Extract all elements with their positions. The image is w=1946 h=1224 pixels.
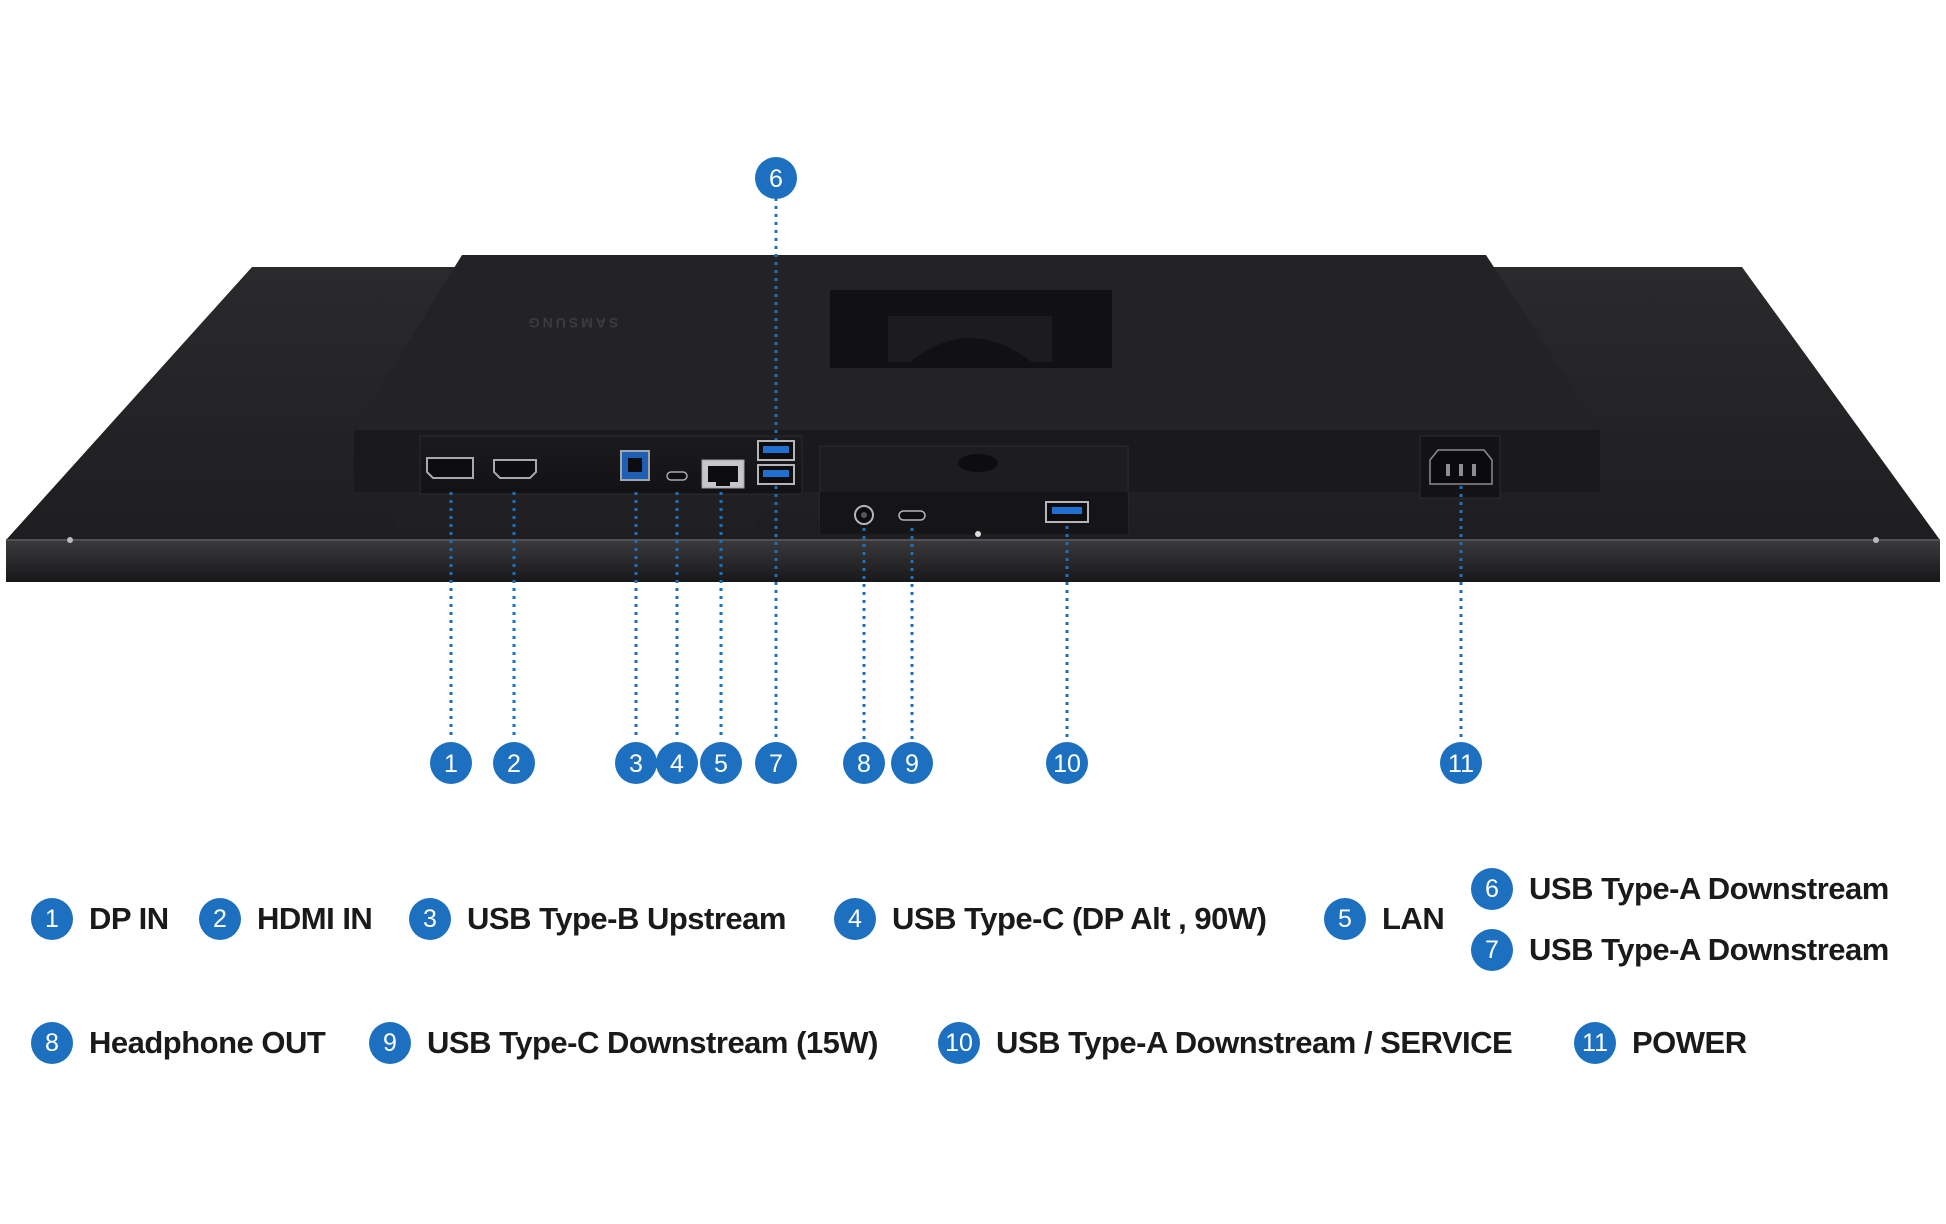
legend-label: USB Type-A Downstream (1529, 871, 1889, 906)
svg-text:6: 6 (769, 165, 783, 193)
legend-badge: 8 (31, 1022, 73, 1064)
legend-label: HDMI IN (257, 901, 373, 936)
legend-item-headphone-out: 8 Headphone OUT (31, 1022, 326, 1064)
legend-item-lan: 5 LAN (1324, 898, 1445, 940)
legend-item-power: 11 POWER (1574, 1022, 1747, 1064)
legend-item-usb-c-downstream: 9 USB Type-C Downstream (15W) (369, 1022, 879, 1064)
legend-badge: 11 (1574, 1022, 1616, 1064)
badge-8: 8 (843, 742, 885, 784)
legend-badge: 10 (938, 1022, 980, 1064)
legend-label: USB Type-B Upstream (467, 901, 786, 936)
svg-text:2: 2 (507, 750, 521, 778)
badge-1: 1 (430, 742, 472, 784)
badge-4: 4 (656, 742, 698, 784)
legend-label: USB Type-A Downstream (1529, 932, 1889, 967)
dp-port (426, 457, 474, 479)
legend-item-usb-c-dp-alt: 4 USB Type-C (DP Alt , 90W) (834, 898, 1267, 940)
usb-c-port (666, 471, 688, 481)
legend-label: LAN (1382, 901, 1445, 936)
svg-text:7: 7 (769, 750, 783, 778)
legend-item-usb-a-downstream-6: 6 USB Type-A Downstream (1471, 868, 1889, 910)
leader-lines (449, 198, 1463, 740)
svg-text:1: 1 (444, 750, 458, 778)
legend-label: POWER (1632, 1025, 1747, 1060)
legend-badge: 9 (369, 1022, 411, 1064)
badge-7: 7 (755, 742, 797, 784)
brand-logo: SAMSUNG (526, 315, 619, 331)
badge-11: 11 (1440, 742, 1482, 784)
legend-label: DP IN (89, 901, 169, 936)
legend-badge: 6 (1471, 868, 1513, 910)
io-panel-main (419, 435, 803, 495)
svg-text:3: 3 (629, 750, 643, 778)
usb-c-port-downstream (898, 510, 926, 521)
legend-badge: 4 (834, 898, 876, 940)
svg-text:9: 9 (905, 750, 919, 778)
legend-badge: 2 (199, 898, 241, 940)
svg-text:5: 5 (714, 750, 728, 778)
badge-5: 5 (700, 742, 742, 784)
legend-badge: 5 (1324, 898, 1366, 940)
legend-item-usb-b-upstream: 3 USB Type-B Upstream (409, 898, 786, 940)
legend-label: USB Type-C Downstream (15W) (427, 1025, 879, 1060)
badge-6: 6 (755, 157, 797, 199)
legend-badge: 1 (31, 898, 73, 940)
legend-label: USB Type-C (DP Alt , 90W) (892, 901, 1267, 936)
legend-item-dp-in: 1 DP IN (31, 898, 169, 940)
svg-text:11: 11 (1448, 750, 1474, 778)
legend-badge: 3 (409, 898, 451, 940)
badge-9: 9 (891, 742, 933, 784)
svg-text:4: 4 (670, 750, 684, 778)
diagram-badges: 6 1 2 3 4 5 7 8 9 10 11 (430, 157, 1482, 784)
badge-10: 10 (1046, 742, 1088, 784)
monitor-front-edge (6, 540, 1940, 582)
monitor-back: SAMSUNG (6, 255, 1940, 582)
svg-text:8: 8 (857, 750, 871, 778)
legend-item-usb-a-service: 10 USB Type-A Downstream / SERVICE (938, 1022, 1513, 1064)
usb-b-port (620, 450, 650, 481)
legend-item-usb-a-downstream-7: 7 USB Type-A Downstream (1471, 929, 1889, 971)
badge-2: 2 (493, 742, 535, 784)
svg-text:10: 10 (1053, 750, 1081, 778)
legend-label: Headphone OUT (89, 1025, 326, 1060)
badge-3: 3 (615, 742, 657, 784)
hdmi-port (493, 459, 537, 479)
legend-badge: 7 (1471, 929, 1513, 971)
legend-label: USB Type-A Downstream / SERVICE (996, 1025, 1513, 1060)
legend-item-hdmi-in: 2 HDMI IN (199, 898, 373, 940)
